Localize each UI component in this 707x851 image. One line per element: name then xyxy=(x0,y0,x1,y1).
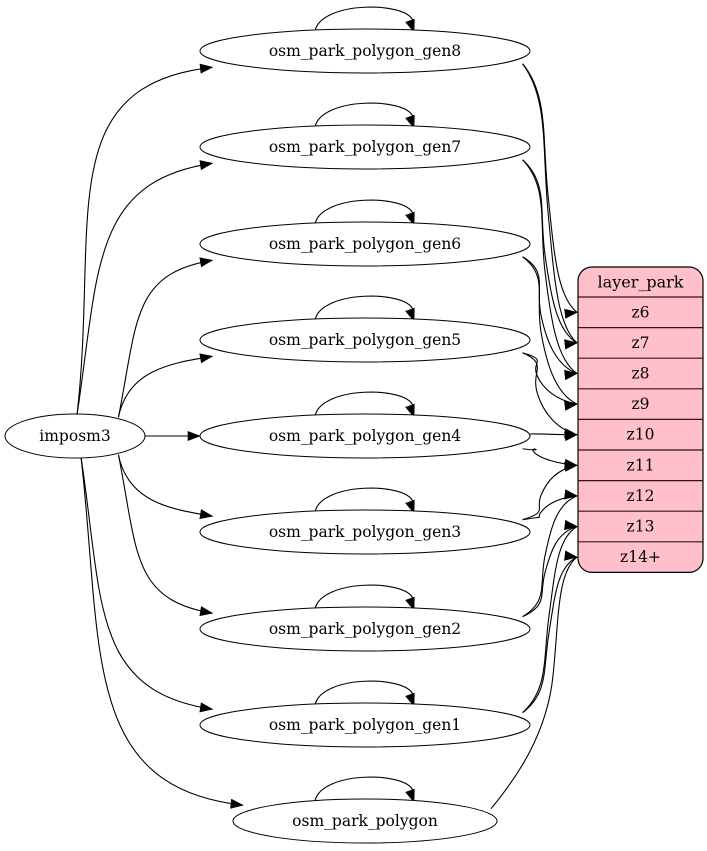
zoom-row-label-z9: z9 xyxy=(631,395,649,413)
node-imposm3-label: imposm3 xyxy=(39,427,110,445)
node-gen6-shape[interactable] xyxy=(199,221,531,267)
edge-arrow-icon-imposm3-gen8 xyxy=(199,63,214,74)
edges-to-layer-park-group xyxy=(490,63,578,810)
edge-arrow-icon-imposm3-gen5 xyxy=(199,353,214,364)
edge-arrow-icon-gen8-z6 xyxy=(564,308,578,319)
zoom-row-label-z11: z11 xyxy=(627,456,655,474)
node-gen6-label: osm_park_polygon_gen6 xyxy=(269,235,461,253)
edge-arrow-icon-imposm3-gen3 xyxy=(199,509,214,520)
edges-from-imposm3-group xyxy=(76,63,244,809)
node-gen2-label: osm_park_polygon_gen2 xyxy=(269,620,461,638)
self-loop-arrow-icon-base xyxy=(405,788,415,803)
node-gen4-label: osm_park_polygon_gen4 xyxy=(269,427,461,445)
edge-gen3-to-z11 xyxy=(522,464,578,521)
node-gen4-shape[interactable] xyxy=(199,413,531,459)
node-gen8-shape[interactable] xyxy=(199,28,531,74)
edge-imposm3-to-gen3 xyxy=(117,454,213,517)
self-loop-edge-gen3 xyxy=(314,487,414,513)
edge-gen8-to-z7 xyxy=(522,63,578,344)
edge-arrow-icon-gen1-z13 xyxy=(564,520,578,531)
zoom-row-label-z10: z10 xyxy=(627,426,655,444)
self-loop-arrow-icon-gen7 xyxy=(405,114,415,129)
edge-imposm3-to-gen8 xyxy=(76,66,213,416)
edge-imposm3-to-gen2 xyxy=(117,454,213,614)
zoom-row-label-z12: z12 xyxy=(627,487,655,505)
self-loop-edge-gen6 xyxy=(314,199,414,225)
edge-gen3-to-z12 xyxy=(522,495,578,521)
node-gen2-shape[interactable] xyxy=(199,606,531,652)
imposm3-node[interactable]: imposm3 xyxy=(4,413,146,459)
edge-arrow-icon-imposm3-base xyxy=(230,798,244,809)
edge-arrow-icon-base-z14+ xyxy=(564,550,578,561)
node-gen5-label: osm_park_polygon_gen5 xyxy=(269,331,461,349)
edge-arrow-icon-imposm3-gen2 xyxy=(199,606,214,617)
self-loop-arrow-icon-gen5 xyxy=(405,307,415,322)
edge-arrow-icon-gen4-z10 xyxy=(564,428,578,439)
layer-park-table[interactable]: layer_park z6 z7 z8 z9 z10 z11 z12 z13 z14+ xyxy=(577,266,704,573)
edge-arrow-icon-imposm3-gen4 xyxy=(187,430,201,442)
self-loop-arrow-icon-gen1 xyxy=(405,692,415,707)
zoom-row-label-z6: z6 xyxy=(631,303,649,321)
self-loop-edge-base xyxy=(314,776,414,802)
edge-arrow-icon-gen6-z8 xyxy=(564,369,578,380)
self-loop-arrow-icon-gen4 xyxy=(405,403,415,418)
zoom-row-label-z14+: z14+ xyxy=(620,548,661,566)
edge-gen6-to-z8 xyxy=(522,256,578,375)
edge-imposm3-to-gen5 xyxy=(117,355,213,418)
edge-arrow-icon-gen5-z9 xyxy=(564,400,578,411)
node-gen5-shape[interactable] xyxy=(199,317,531,363)
edge-gen8-to-z6 xyxy=(522,63,578,313)
node-gen3-shape[interactable] xyxy=(199,509,531,555)
edge-gen4-to-z11 xyxy=(522,448,578,466)
edge-gen1-to-z13 xyxy=(522,526,578,714)
node-gen7-label: osm_park_polygon_gen7 xyxy=(269,138,461,156)
edge-imposm3-to-base xyxy=(80,456,243,806)
edge-imposm3-to-gen7 xyxy=(76,162,213,416)
layer-park-header-label: layer_park xyxy=(598,273,684,292)
node-base-label: osm_park_polygon xyxy=(292,812,438,830)
edge-arrow-icon-imposm3-gen1 xyxy=(199,702,214,713)
edge-arrow-icon-imposm3-gen7 xyxy=(199,160,214,171)
edge-gen5-to-z9 xyxy=(522,352,578,405)
edge-gen6-to-z9 xyxy=(522,256,578,405)
self-loop-arrow-icon-gen2 xyxy=(405,596,415,611)
self-loop-edge-gen5 xyxy=(314,295,414,321)
edge-imposm3-to-gen1 xyxy=(80,456,213,710)
edge-gen1-to-z14+ xyxy=(522,556,578,714)
node-gen1-label: osm_park_polygon_gen1 xyxy=(269,716,461,734)
edge-arrow-icon-imposm3-gen6 xyxy=(199,257,214,268)
edge-arrow-icon-gen7-z7 xyxy=(564,339,578,350)
edge-arrow-icon-gen3-z11 xyxy=(564,458,578,469)
node-gen8-label: osm_park_polygon_gen8 xyxy=(269,42,461,60)
node-imposm3-shape[interactable] xyxy=(4,413,146,459)
edge-gen5-to-z10 xyxy=(522,352,578,436)
zoom-row-label-z13: z13 xyxy=(627,518,655,536)
edge-gen7-to-z8 xyxy=(522,159,578,374)
edge-base-to-z14+ xyxy=(490,556,578,810)
self-loop-edge-gen2 xyxy=(314,584,414,610)
self-loop-arrow-icon-gen8 xyxy=(405,18,415,33)
edge-gen7-to-z7 xyxy=(522,159,578,344)
zoom-row-label-z7: z7 xyxy=(631,334,649,352)
edge-arrow-icon-gen2-z12 xyxy=(564,489,578,500)
node-gen1-shape[interactable] xyxy=(199,702,531,748)
edge-gen2-to-z13 xyxy=(522,525,578,618)
self-loop-arrow-icon-gen3 xyxy=(405,499,415,514)
node-gen3-label: osm_park_polygon_gen3 xyxy=(269,523,461,541)
self-loop-edge-gen4 xyxy=(314,391,414,417)
nodes-group: osm_park_polygon_gen8 osm_park_polygon_ge… xyxy=(199,28,531,844)
edge-imposm3-to-gen6 xyxy=(117,259,213,418)
edge-gen2-to-z12 xyxy=(522,495,578,618)
node-base-shape[interactable] xyxy=(232,798,498,844)
self-loop-arrow-icon-gen6 xyxy=(405,211,415,226)
self-loop-edge-gen7 xyxy=(314,102,414,128)
self-loop-edge-gen1 xyxy=(314,680,414,706)
zoom-row-label-z8: z8 xyxy=(631,365,649,383)
self-loop-group xyxy=(314,6,415,803)
node-gen7-shape[interactable] xyxy=(199,124,531,170)
self-loop-edge-gen8 xyxy=(314,6,414,32)
